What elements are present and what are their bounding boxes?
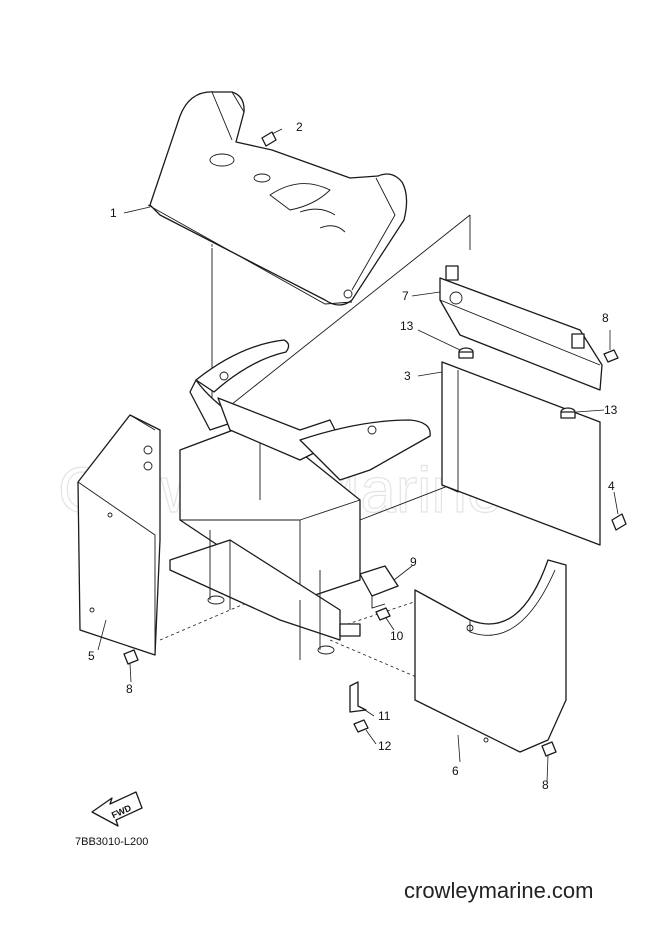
callout-2: 2 (296, 120, 303, 134)
callout-3: 3 (404, 369, 411, 383)
fwd-arrow-icon: FWD (91, 791, 143, 827)
bracket-part-7 (439, 265, 603, 391)
callout-11: 11 (378, 709, 391, 723)
grommet-part-13-a (458, 347, 474, 359)
callout-5: 5 (88, 649, 95, 663)
callout-8-a: 8 (602, 311, 609, 325)
bolt-part-8-a (603, 349, 619, 363)
callout-8-b: 8 (126, 682, 133, 696)
bolt-part-8-c (541, 741, 557, 757)
bolt-part-4 (611, 513, 627, 531)
bolt-part-8-b (123, 649, 139, 665)
clip-part-11 (349, 681, 367, 713)
leader-lines (97, 128, 619, 783)
callout-1: 1 (110, 206, 117, 220)
panel-part-3 (441, 361, 601, 546)
callout-6: 6 (452, 764, 459, 778)
bracket-part-9 (359, 565, 399, 609)
lower-cover-part-6 (414, 559, 567, 753)
callout-13-b: 13 (604, 403, 618, 417)
top-cover-part-1 (147, 91, 408, 306)
callout-8-c: 8 (542, 778, 549, 792)
callout-10: 10 (390, 629, 404, 643)
grommet-part-13-b (560, 407, 576, 419)
diagram-code: 7BB3010-L200 (75, 836, 149, 848)
nut-part-10 (375, 607, 391, 621)
callout-7: 7 (402, 289, 409, 303)
nut-part-12 (353, 719, 369, 733)
callout-12: 12 (378, 739, 392, 753)
frame-assembly (169, 339, 431, 660)
website-link[interactable]: crowleymarine.com (404, 878, 594, 903)
bolt-part-2 (261, 131, 277, 147)
callout-13-a: 13 (400, 319, 414, 333)
callout-4: 4 (608, 479, 615, 493)
side-panel-part-5 (77, 414, 161, 656)
callout-9: 9 (410, 555, 417, 569)
